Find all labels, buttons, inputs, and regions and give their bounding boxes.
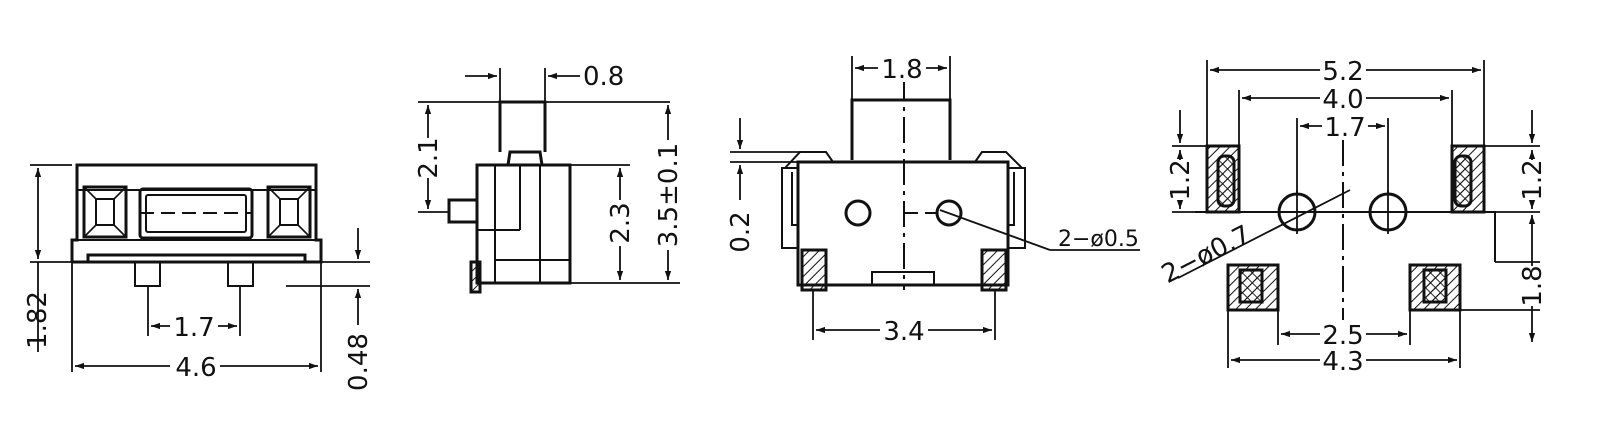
side-actuator-width-label: 0.8 — [583, 62, 624, 92]
side-body-height-label: 2.3 — [606, 202, 636, 243]
top-actuator-width-label: 1.8 — [881, 55, 922, 85]
footprint-inner-span-label: 4.0 — [1322, 85, 1363, 115]
front-pin-pitch-label: 1.7 — [173, 313, 214, 343]
front-width-label: 4.6 — [175, 353, 216, 383]
footprint-lower-pad-height-label: 1.8 — [1518, 265, 1548, 306]
top-dimensions: 1.8 0.2 2−ø0.5 3.4 — [726, 54, 1140, 347]
footprint-outer-span-label: 5.2 — [1322, 57, 1363, 87]
top-view: 1.8 0.2 2−ø0.5 3.4 — [726, 54, 1140, 347]
footprint-view: 5.2 4.0 1.7 1.2 1.2 — [1157, 56, 1548, 377]
footprint-pad-height-upper-label: 1.2 — [1166, 159, 1196, 200]
top-offset-label: 0.2 — [726, 211, 756, 252]
footprint-hole-pitch-label: 1.7 — [1324, 113, 1365, 143]
top-holes-label: 2−ø0.5 — [1058, 227, 1139, 252]
top-body — [781, 75, 1026, 292]
front-body — [70, 163, 323, 287]
side-total-height-label: 3.5±0.1 — [654, 143, 684, 247]
front-height-label: 1.82 — [23, 291, 53, 349]
front-view: 1.82 1.7 4.6 0.48 — [23, 163, 374, 391]
side-view: 0.8 2.1 2.3 3.5±0.1 — [414, 62, 684, 294]
footprint-pads — [1195, 140, 1496, 320]
side-dimensions: 0.8 2.1 2.3 3.5±0.1 — [414, 62, 684, 284]
side-actuator-height-label: 2.1 — [414, 137, 444, 178]
footprint-pad-height-right-label: 1.2 — [1518, 159, 1548, 200]
footprint-lower-outer-span-label: 4.3 — [1322, 347, 1363, 377]
front-dimensions: 1.82 1.7 4.6 0.48 — [23, 164, 374, 391]
side-body — [447, 100, 572, 294]
top-terminal-span-label: 3.4 — [883, 317, 924, 347]
footprint-dimensions: 5.2 4.0 1.7 1.2 1.2 — [1157, 56, 1548, 377]
front-standoff-label: 0.48 — [344, 333, 374, 391]
